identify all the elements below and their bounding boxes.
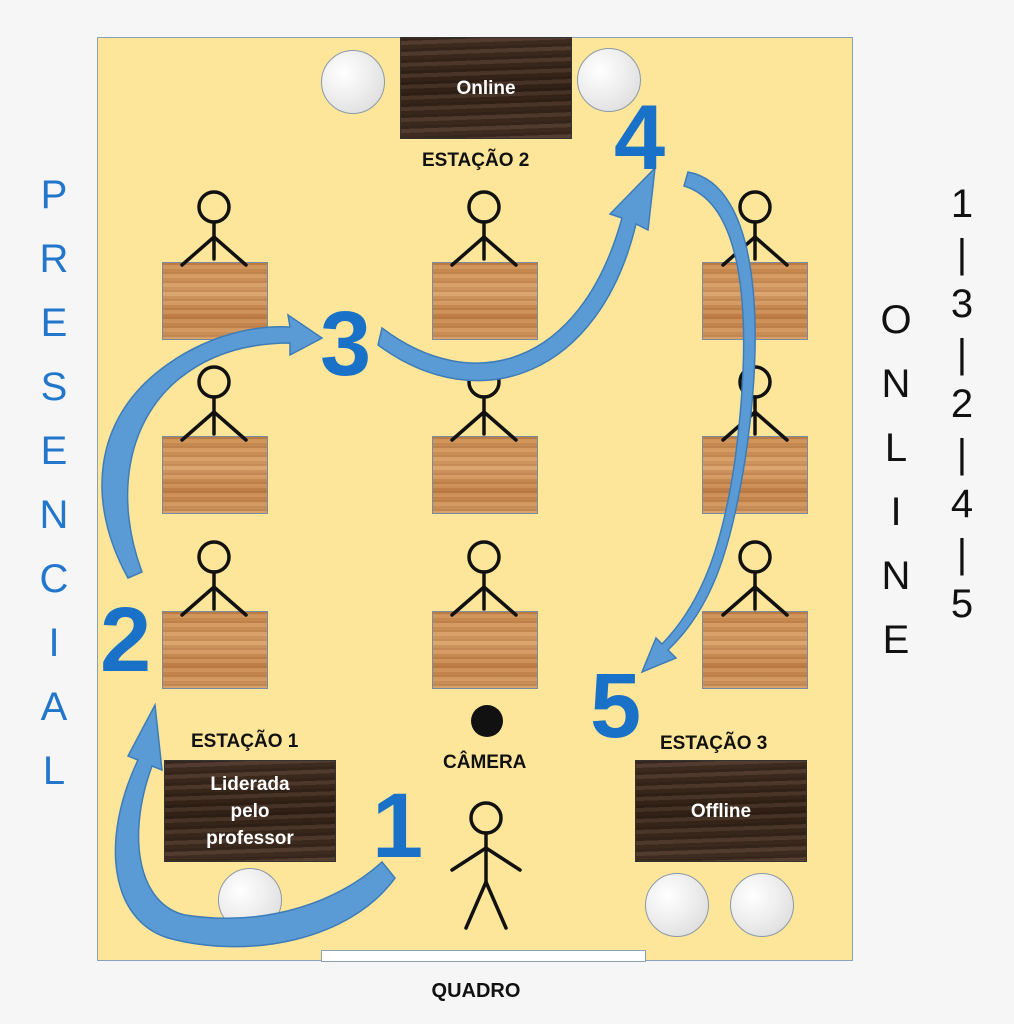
stool	[730, 873, 794, 937]
student-desk	[162, 436, 268, 514]
sequence-item: |	[956, 432, 968, 476]
station-2-text: Online	[456, 77, 516, 99]
student-desk	[432, 436, 538, 514]
station-2-table: Online	[400, 37, 572, 139]
arrow-4-to-5	[640, 171, 756, 674]
station-1-line: Liderada	[210, 773, 290, 795]
letter: L	[42, 749, 66, 793]
station-3-table: Offline	[635, 760, 807, 862]
station-3-label: ESTAÇÃO 3	[660, 733, 768, 754]
station-1-label: ESTAÇÃO 1	[191, 731, 299, 752]
camera-label: CÂMERA	[443, 752, 527, 773]
student-figure	[450, 190, 518, 267]
letter: E	[40, 429, 68, 473]
student-desk	[702, 611, 808, 689]
letter: C	[39, 557, 69, 601]
teacher-figure	[450, 801, 522, 930]
station-1-line: pelo	[230, 800, 270, 822]
arrow-3-to-4	[377, 165, 656, 382]
sequence-item: 5	[950, 582, 974, 626]
letter: N	[881, 554, 911, 598]
station-3-text: Offline	[690, 800, 752, 822]
letter: E	[882, 618, 910, 662]
letter: E	[40, 301, 68, 345]
letter: N	[881, 362, 911, 406]
student-desk	[162, 611, 268, 689]
stool	[645, 873, 709, 937]
letter: P	[40, 173, 68, 217]
student-desk	[432, 611, 538, 689]
rotation-sequence: 1 | 3 | 2 | 4 | 5	[942, 179, 982, 629]
letter: R	[39, 237, 69, 281]
sequence-item: |	[956, 232, 968, 276]
presencial-vertical-label: P R E S E N C I A L	[36, 163, 72, 803]
rotation-number-3: 3	[320, 293, 372, 395]
student-desk	[432, 262, 538, 340]
sequence-item: 2	[950, 382, 974, 426]
letter: I	[48, 621, 60, 665]
student-figure	[721, 365, 789, 442]
rotation-number-4: 4	[614, 87, 666, 189]
arrow-1-to-2	[114, 702, 396, 948]
letter: L	[884, 426, 908, 470]
stool	[577, 48, 641, 112]
sequence-item: 4	[950, 482, 974, 526]
whiteboard	[321, 950, 646, 962]
board-label: QUADRO	[431, 980, 521, 1002]
online-vertical-label: O N L I N E	[876, 288, 916, 672]
station-2-label: ESTAÇÃO 2	[422, 150, 530, 171]
sequence-item: |	[956, 332, 968, 376]
letter: O	[880, 298, 912, 342]
station-1-table: Liderada pelo professor	[164, 760, 336, 862]
rotation-number-2: 2	[100, 589, 152, 691]
student-figure	[180, 190, 248, 267]
rotation-number-5: 5	[590, 655, 642, 757]
sequence-item: 3	[950, 282, 974, 326]
student-figure	[450, 540, 518, 617]
letter: A	[40, 685, 68, 729]
arrow-2-to-3	[101, 313, 324, 579]
stool	[321, 50, 385, 114]
student-figure	[180, 540, 248, 617]
student-figure	[180, 365, 248, 442]
student-figure	[721, 540, 789, 617]
letter: I	[890, 490, 902, 534]
sequence-item: 1	[950, 182, 974, 226]
camera-dot	[471, 705, 503, 737]
sequence-item: |	[956, 532, 968, 576]
letter: N	[39, 493, 69, 537]
rotation-number-1: 1	[372, 775, 424, 877]
station-1-line: professor	[206, 827, 294, 849]
letter: S	[40, 365, 68, 409]
student-desk	[702, 436, 808, 514]
